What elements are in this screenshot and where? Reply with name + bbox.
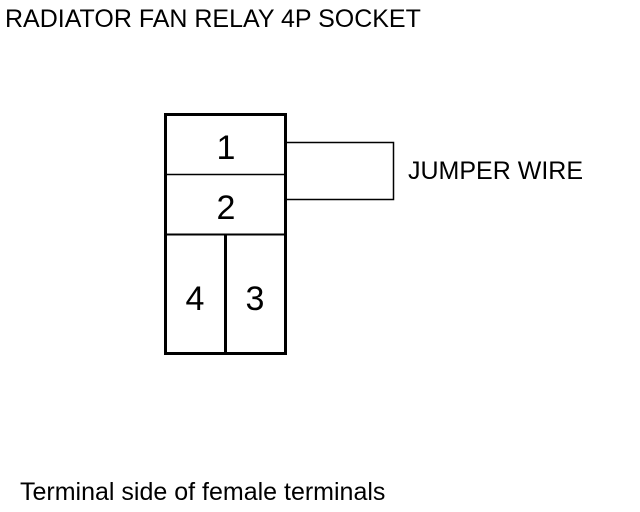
- jumper-wire-label: JUMPER WIRE: [408, 157, 583, 185]
- terminal-2-label: 2: [217, 189, 236, 227]
- jumper-wire: [285, 141, 395, 201]
- terminal-4-label: 4: [186, 280, 205, 318]
- terminal-1-label: 1: [217, 129, 236, 167]
- diagram-title: RADIATOR FAN RELAY 4P SOCKET: [5, 5, 421, 33]
- diagram-caption: Terminal side of female terminals: [20, 478, 386, 506]
- terminal-3-label: 3: [246, 280, 265, 318]
